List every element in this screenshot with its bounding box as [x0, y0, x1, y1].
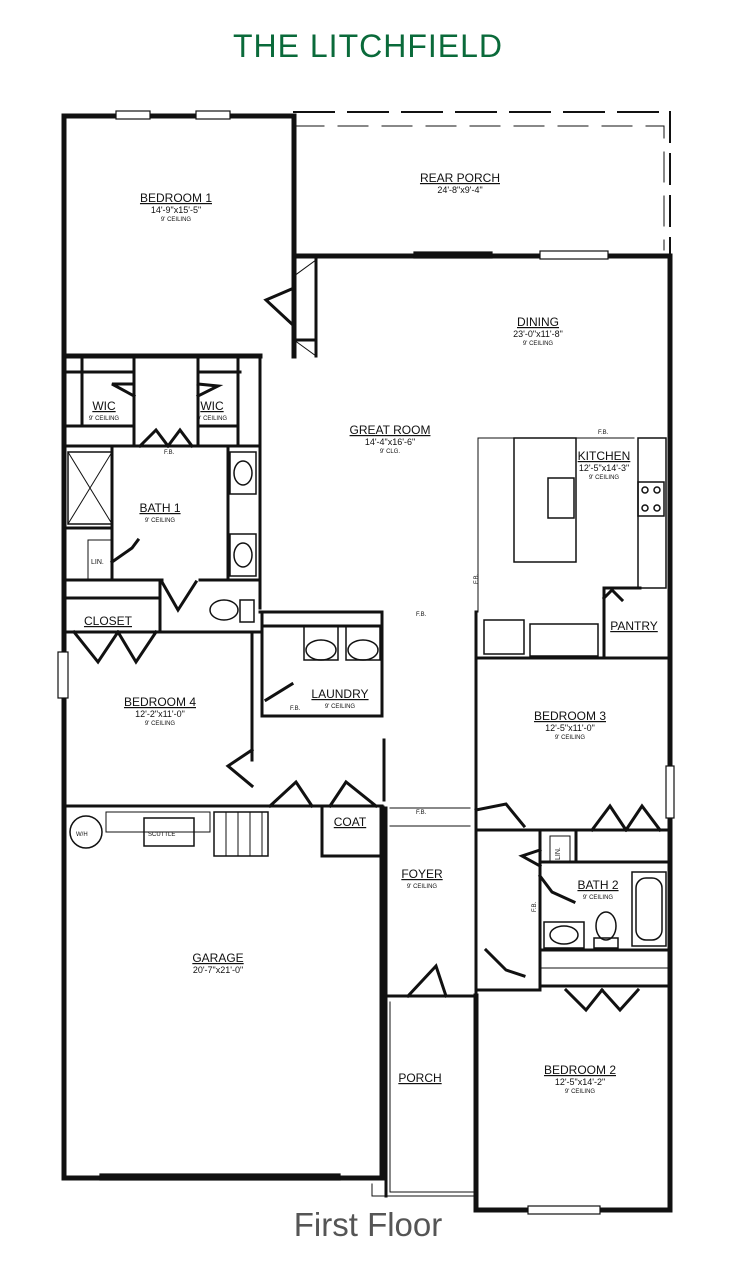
door-swings: [71, 286, 663, 1013]
fb-label-7: F.B.: [532, 901, 538, 912]
scuttle-label: SCUTTLE: [148, 832, 175, 838]
bedroom-2-dims-label: 12'-5"x14'-2": [555, 1077, 605, 1087]
great-room-name-label: GREAT ROOM: [350, 423, 431, 437]
kitchen-dims-label: 12'-5"x14'-3": [579, 463, 629, 473]
bath-1-ceiling-label: 9' CEILING: [145, 518, 175, 524]
front-porch-outline: [371, 1001, 477, 1197]
garage-dims-label: 20'-7"x21'-0": [193, 965, 243, 975]
foyer-ceiling-label: 9' CEILING: [407, 884, 437, 890]
fb-label-4: F.B.: [474, 573, 480, 584]
bedroom-1-ceiling-label: 9' CEILING: [161, 217, 191, 223]
dining-ceiling-label: 9' CEILING: [523, 341, 553, 347]
wic-2-name-label: WIC: [200, 399, 224, 413]
kitchen-name-label: KITCHEN: [578, 449, 631, 463]
linen-label-2: LIN.: [555, 847, 562, 860]
garage-name-label: GARAGE: [192, 951, 243, 965]
bedroom-3-name-label: BEDROOM 3: [534, 709, 606, 723]
bedroom-3-dims-label: 12'-5"x11'-0": [545, 723, 595, 733]
windows: [57, 110, 675, 1215]
linen-label-1: LIN.: [91, 559, 104, 566]
water-heater-label: W/H: [76, 832, 88, 838]
exterior-walls: [61, 113, 673, 1213]
bath-1-name-label: BATH 1: [139, 501, 180, 515]
plan-title: THE LITCHFIELD: [232, 28, 504, 64]
plan-subtitle: First Floor: [293, 1206, 443, 1243]
fb-label-1: F.B.: [164, 450, 175, 456]
bedroom-1-name-label: BEDROOM 1: [140, 191, 212, 205]
great-room-ceiling-label: 9' CLG.: [380, 449, 400, 455]
dining-dims-label: 23'-0"x11'-8": [513, 329, 563, 339]
bedroom-4-name-label: BEDROOM 4: [124, 695, 196, 709]
bedroom-2-ceiling-label: 9' CEILING: [565, 1089, 595, 1095]
fixture-labels: LIN. LIN. F.B. F.B. F.B. F.B. F.B. F.B. …: [76, 430, 609, 912]
fb-label-3: F.B.: [416, 612, 427, 618]
fb-label-2: F.B.: [598, 430, 609, 436]
dining-name-label: DINING: [517, 315, 559, 329]
foyer-name-label: FOYER: [401, 867, 443, 881]
wic-1-name-label: WIC: [92, 399, 116, 413]
closet-name-label: CLOSET: [84, 614, 133, 628]
coat-name-label: COAT: [334, 815, 367, 829]
bedroom-4-dims-label: 12'-2"x11'-0": [135, 709, 185, 719]
pantry-name-label: PANTRY: [610, 619, 658, 633]
fb-label-5: F.B.: [290, 706, 301, 712]
laundry-name-label: LAUNDRY: [311, 687, 368, 701]
wic-1-ceiling-label: 9' CEILING: [89, 416, 119, 422]
fb-label-6: F.B.: [416, 810, 427, 816]
bath-2-name-label: BATH 2: [577, 878, 618, 892]
laundry-ceiling-label: 9' CEILING: [325, 704, 355, 710]
rear-porch-name-label: REAR PORCH: [420, 171, 500, 185]
bath-2-ceiling-label: 9' CEILING: [583, 895, 613, 901]
bedroom-3-ceiling-label: 9' CEILING: [555, 735, 585, 741]
kitchen-ceiling-label: 9' CEILING: [589, 475, 619, 481]
porch-name-label: PORCH: [398, 1071, 441, 1085]
bedroom-2-name-label: BEDROOM 2: [544, 1063, 616, 1077]
rear-porch-outline: [293, 111, 671, 257]
great-room-dims-label: 14'-4"x16'-6": [365, 437, 415, 447]
bedroom-1-dims-label: 14'-9"x15'-5": [151, 205, 201, 215]
fixtures: [67, 259, 671, 969]
rear-porch-dims-label: 24'-8"x9'-4": [437, 185, 482, 195]
wic-2-ceiling-label: 9' CEILING: [197, 416, 227, 422]
bedroom-4-ceiling-label: 9' CEILING: [145, 721, 175, 727]
